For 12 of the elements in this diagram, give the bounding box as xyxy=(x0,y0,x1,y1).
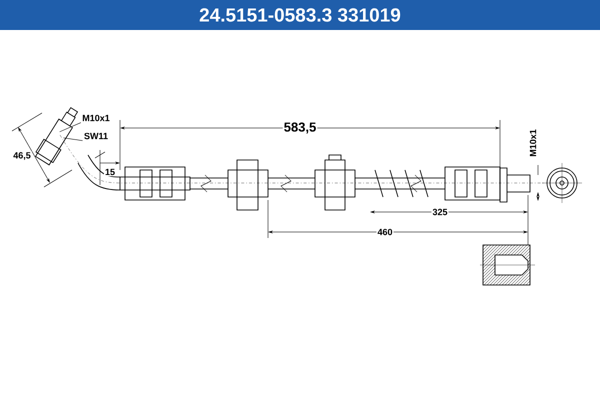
dimension-label: 15 xyxy=(104,168,116,176)
dimension-label: 46,5 xyxy=(12,151,32,161)
callout-label: M10x1 xyxy=(82,114,110,122)
dimension-label: 325 xyxy=(432,208,449,216)
callout-label: SW11 xyxy=(84,132,108,140)
dimension-label: 583,5 xyxy=(282,121,318,135)
leader-line xyxy=(59,122,82,132)
title-bar: 24.5151-0583.3 331019 xyxy=(0,0,600,30)
dimension-label: M10x1 xyxy=(528,128,538,158)
fitting-drawing xyxy=(35,107,78,166)
dimension-label: 460 xyxy=(376,228,394,236)
leader-line xyxy=(63,138,83,141)
